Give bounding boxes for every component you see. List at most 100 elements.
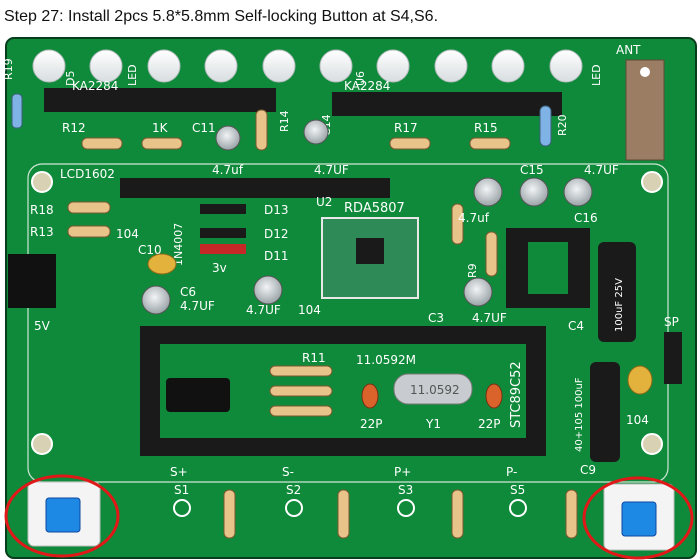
- mount-hole: [641, 171, 663, 193]
- cap-c15b: [519, 177, 549, 207]
- label-r15: R15: [474, 121, 498, 135]
- ic-socket-amp-inner: [528, 242, 568, 294]
- led-row: [32, 49, 583, 83]
- label-led-right: LED: [590, 64, 603, 86]
- label-s1: S1: [174, 483, 189, 497]
- label-crystal-freq: 11.0592M: [356, 353, 416, 367]
- resistor-r12: [81, 137, 123, 150]
- button-s6-cap: [621, 501, 657, 537]
- label-22p-left: 22P: [360, 417, 383, 431]
- label-p-plus: P+: [394, 465, 411, 479]
- resistor-r9: [485, 231, 498, 277]
- cap-22p-right: [485, 383, 503, 409]
- mount-hole: [641, 433, 663, 455]
- dc-jack: [8, 254, 56, 308]
- cap-c4: [598, 242, 636, 342]
- label-1n4007: 1N4007: [172, 223, 185, 266]
- led: [147, 49, 181, 83]
- diode-d11: [200, 244, 246, 254]
- led: [491, 49, 525, 83]
- resistor-array-1: [269, 365, 333, 377]
- label-y1: Y1: [425, 417, 441, 431]
- label-c6: C6: [180, 285, 196, 299]
- resistor-r8: [451, 203, 464, 245]
- cap-104-right: [627, 365, 653, 395]
- step-caption: Step 27: Install 2pcs 5.8*5.8mm Self-loc…: [4, 8, 439, 25]
- diode-d12: [200, 228, 246, 238]
- pcb-photo: R19 D5 LED U6 LED ANT KA2284 KA2284 R12 …: [2, 37, 697, 560]
- label-r20: R20: [556, 114, 569, 136]
- amp-ic-right: [332, 92, 562, 116]
- resistor-bottom: [451, 489, 464, 539]
- cap-c7: [253, 275, 283, 305]
- label-u2: U2: [316, 195, 332, 209]
- switch-pad: [509, 499, 527, 517]
- resistor-r14: [255, 109, 268, 151]
- led: [89, 49, 123, 83]
- label-s-minus: S-: [282, 465, 294, 479]
- label-c4: C4: [568, 319, 584, 333]
- led: [32, 49, 66, 83]
- mount-hole: [31, 433, 53, 455]
- label-rda5807: RDA5807: [344, 201, 405, 216]
- button-s4-cap: [45, 497, 81, 533]
- highlight-ring-s6: [582, 476, 694, 560]
- switch-pad: [173, 499, 191, 517]
- diode-d13: [200, 204, 246, 214]
- label-1k: 1K: [152, 121, 169, 135]
- highlight-ring-s4: [4, 474, 120, 558]
- resistor-r17: [389, 137, 431, 150]
- label-3v: 3v: [212, 261, 227, 275]
- label-s2: S2: [286, 483, 301, 497]
- resistor-array-2: [269, 385, 333, 397]
- label-cap-c9-value: 40+105 100uF: [574, 377, 585, 452]
- amp-ic-left: [44, 88, 276, 112]
- label-s5: S5: [510, 483, 525, 497]
- label-cap-47uf-a: 4.7uf: [212, 163, 244, 177]
- antenna-hole: [640, 67, 650, 77]
- resistor-bottom: [565, 489, 578, 539]
- resistor-r18: [67, 201, 111, 214]
- lcd-header: [120, 178, 390, 198]
- resistor-r19: [11, 93, 23, 129]
- label-lcd1602: LCD1602: [60, 167, 115, 181]
- pcb-inner-outline: [27, 163, 669, 483]
- label-c9: C9: [580, 463, 596, 477]
- resistor-r15: [469, 137, 511, 150]
- cap-22p-left: [361, 383, 379, 409]
- header-sp: [664, 332, 682, 384]
- label-r17: R17: [394, 121, 418, 135]
- label-ant: ANT: [616, 43, 641, 57]
- switch-pad: [285, 499, 303, 517]
- label-sp: SP: [664, 315, 679, 329]
- label-d5: D5: [64, 71, 77, 86]
- amp-label-left: KA2284: [72, 79, 118, 93]
- label-c15: C15: [520, 163, 544, 177]
- label-r14: R14: [278, 110, 291, 132]
- label-d12: D12: [264, 227, 289, 241]
- label-c3: C3: [428, 311, 444, 325]
- label-cap-47uf-bottom: 4.7UF: [246, 303, 281, 317]
- label-r12: R12: [62, 121, 86, 135]
- label-mcu: STC89C52: [509, 361, 524, 428]
- label-s3: S3: [398, 483, 413, 497]
- bottom-resistors: [223, 489, 578, 539]
- label-d11: D11: [264, 249, 289, 263]
- label-r18: R18: [30, 203, 54, 217]
- switch-footprints: [173, 499, 527, 517]
- cap-c15a: [473, 177, 503, 207]
- button-s6: [582, 476, 694, 560]
- label-cap-104-bottom: 104: [298, 303, 321, 317]
- resistor-bottom: [337, 489, 350, 539]
- resistor-r20: [539, 105, 552, 147]
- cap-c3: [463, 277, 493, 307]
- led: [262, 49, 296, 83]
- crystal-y1: [393, 373, 473, 405]
- switch-pad: [397, 499, 415, 517]
- cap-c10: [147, 253, 177, 275]
- label-cap-47uf-b: 4.7UF: [314, 163, 349, 177]
- label-c6-value: 4.7UF: [180, 299, 215, 313]
- mount-hole: [31, 171, 53, 193]
- cap-c9: [590, 362, 620, 462]
